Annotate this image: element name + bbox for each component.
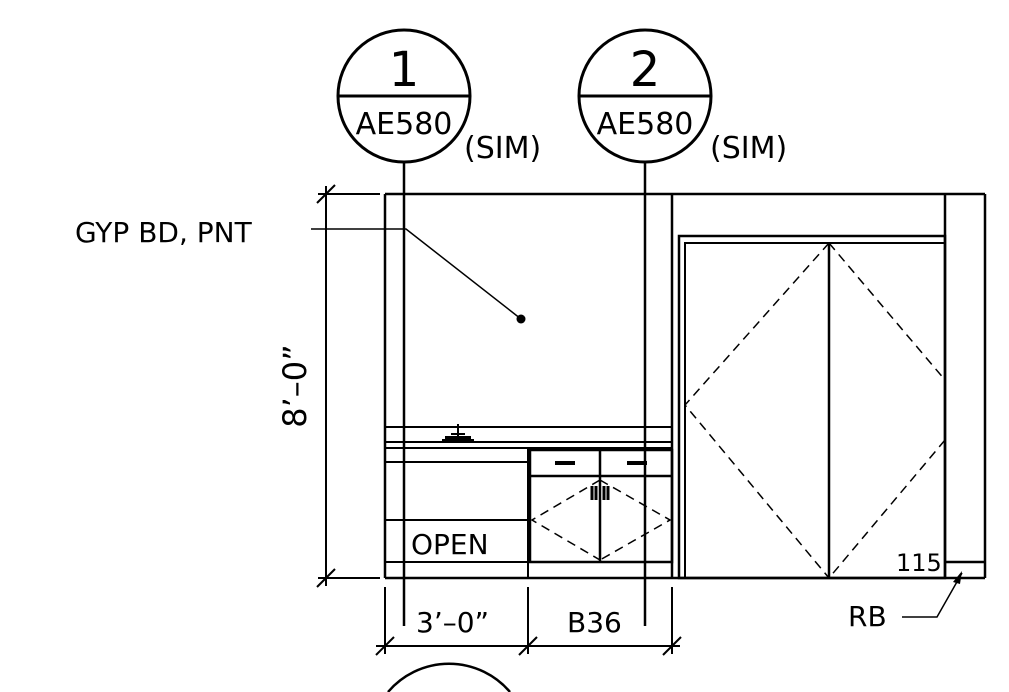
base-leader — [902, 571, 963, 618]
base-note: RB — [848, 600, 887, 633]
section-marker-1: 1 AE580 (SIM) — [336, 28, 541, 166]
faucet-icon — [442, 424, 474, 441]
partial-section-marker — [387, 662, 511, 692]
section-marker-1-suffix: (SIM) — [464, 131, 541, 166]
countertop — [385, 426, 672, 449]
section-marker-2: 2 AE580 (SIM) — [577, 28, 787, 166]
double-door — [677, 234, 947, 580]
open-label: OPEN — [411, 528, 489, 561]
section-marker-1-sheet: AE580 — [356, 107, 453, 142]
section-marker-1-number: 1 — [389, 42, 420, 98]
base-cabinet — [528, 448, 674, 564]
open-area — [385, 448, 529, 578]
height-dimension-label: 8’–0” — [276, 344, 314, 427]
width-dimension-label: 3’–0” — [416, 606, 489, 639]
cabinet-label: B36 — [567, 606, 622, 639]
section-marker-2-number: 2 — [630, 42, 661, 98]
width-dimensions — [375, 587, 682, 656]
wall-finish-leader — [311, 228, 526, 324]
height-dimension — [316, 184, 380, 588]
room-number: 115 — [896, 549, 942, 577]
wall-finish-note: GYP BD, PNT — [75, 216, 253, 249]
section-marker-2-sheet: AE580 — [597, 107, 694, 142]
section-marker-2-suffix: (SIM) — [710, 131, 787, 166]
